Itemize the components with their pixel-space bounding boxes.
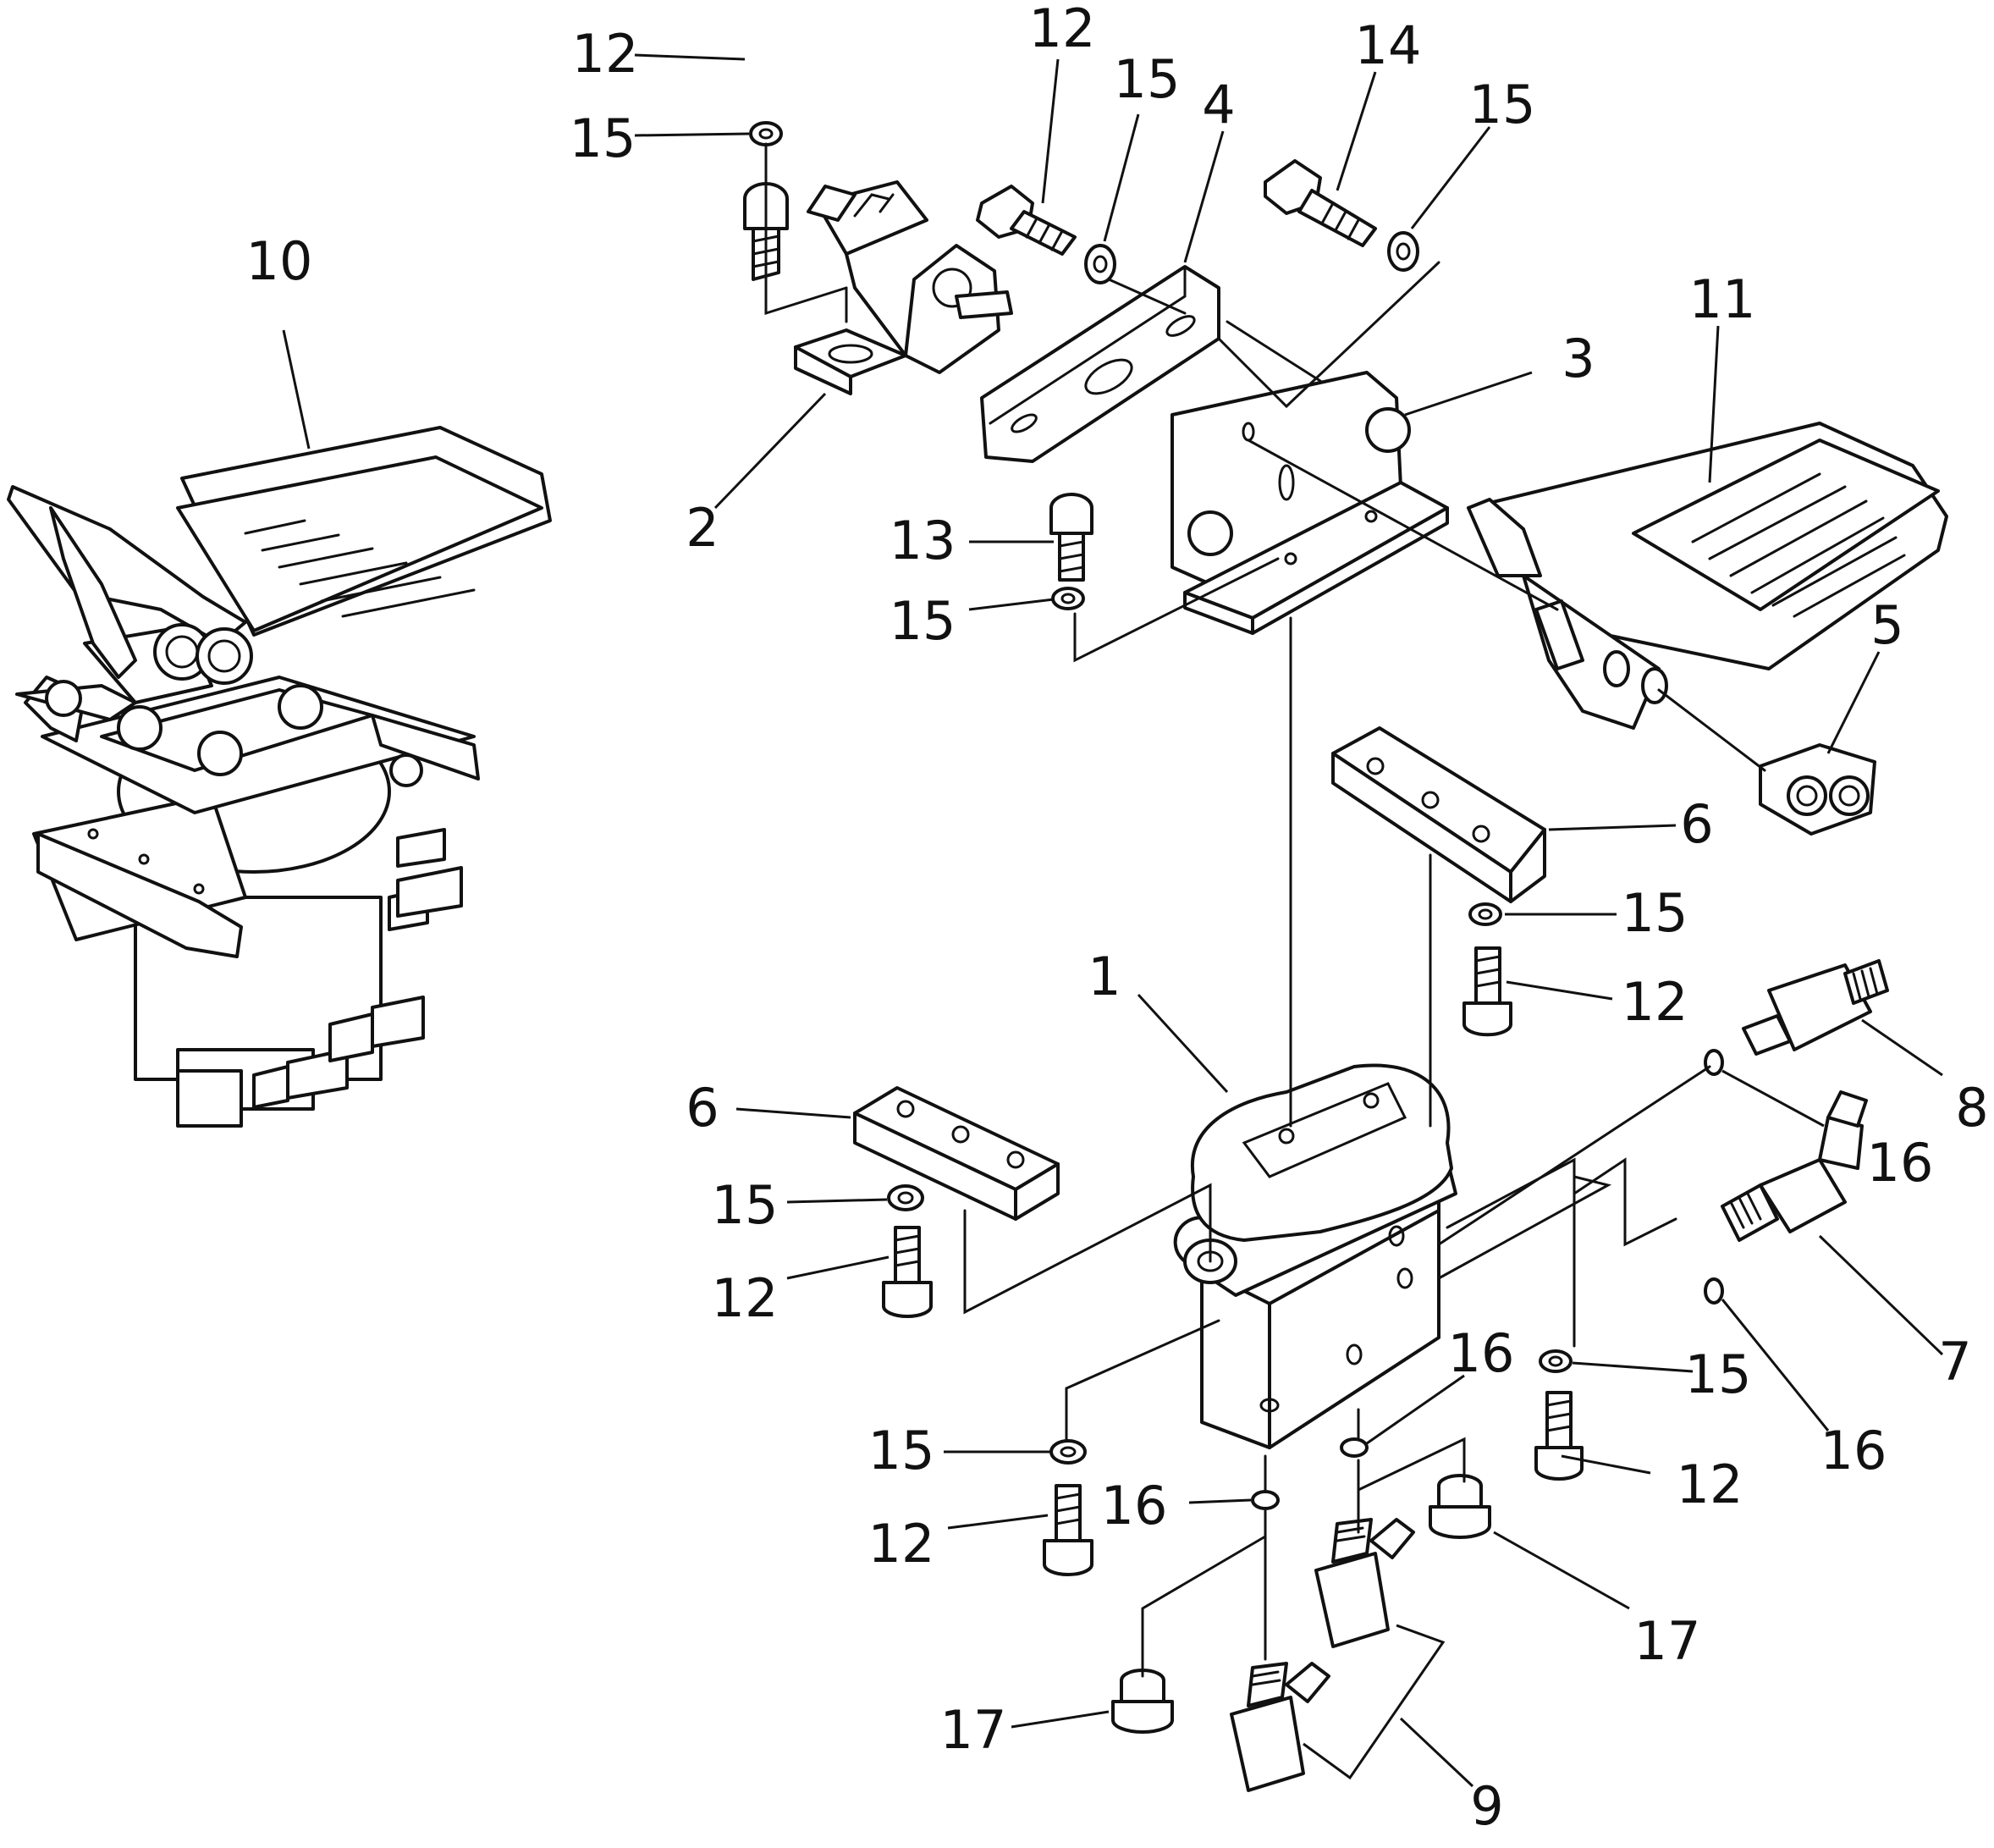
bolt-12-h xyxy=(1043,1484,1093,1576)
callout-10: 10 xyxy=(246,230,313,292)
elbow-fitting-7 xyxy=(1721,1090,1868,1242)
callout-12-b: 12 xyxy=(1029,0,1096,59)
callout-1: 1 xyxy=(1088,946,1121,1007)
hinge-bracket xyxy=(794,180,1013,395)
pedal xyxy=(1467,422,1948,730)
callout-15-c: 15 xyxy=(1469,74,1536,135)
callout-15-g: 15 xyxy=(1685,1343,1752,1405)
washer-15-f-hole xyxy=(897,1191,914,1205)
callout-6-right: 6 xyxy=(1680,793,1713,855)
valve-body xyxy=(1173,1063,1457,1449)
callout-17-left: 17 xyxy=(940,1699,1007,1761)
callout-8: 8 xyxy=(1955,1077,1988,1139)
o-ring-16-c xyxy=(1340,1437,1369,1458)
washer-15-e-hole xyxy=(1478,908,1493,920)
washer-15-d-hole xyxy=(1060,593,1076,604)
callout-16-c: 16 xyxy=(1448,1322,1515,1384)
washer-15-d xyxy=(1051,587,1085,610)
assembly-lines xyxy=(764,142,1766,1678)
callout-15-e: 15 xyxy=(1622,882,1688,944)
bolt-12-b xyxy=(976,185,1077,256)
callout-15-h: 15 xyxy=(868,1420,935,1481)
callout-15-b: 15 xyxy=(1114,48,1181,110)
callout-6-left: 6 xyxy=(686,1077,719,1139)
washer-15-g xyxy=(1539,1349,1573,1373)
callout-11: 11 xyxy=(1689,268,1756,330)
block-6-right xyxy=(1331,726,1546,903)
callout-16-b: 16 xyxy=(1820,1420,1887,1481)
callout-14: 14 xyxy=(1355,14,1422,76)
washer-15-f xyxy=(887,1184,924,1211)
callout-12-h: 12 xyxy=(868,1513,935,1575)
callout-15-top: 15 xyxy=(570,108,636,169)
callout-3: 3 xyxy=(1562,328,1595,389)
washer-15-top-hole xyxy=(758,128,774,140)
callout-13: 13 xyxy=(890,510,956,571)
callout-12-g: 12 xyxy=(1677,1454,1743,1515)
washer-15-g-hole xyxy=(1548,1355,1563,1367)
callout-16-d: 16 xyxy=(1101,1475,1168,1536)
block-6-left xyxy=(853,1086,1060,1221)
bolt-12-g xyxy=(1534,1391,1584,1481)
callout-9: 9 xyxy=(1470,1775,1503,1837)
callout-12-top: 12 xyxy=(572,23,639,85)
washer-15-h-hole xyxy=(1060,1446,1077,1458)
o-ring-16-b xyxy=(1704,1277,1724,1305)
washer-15-e xyxy=(1468,902,1502,926)
elbow-fitting-9-lower xyxy=(1230,1662,1330,1792)
leader-lines xyxy=(282,53,1944,1788)
plug-17-right xyxy=(1429,1474,1491,1539)
washer-15-h xyxy=(1049,1439,1087,1465)
washer-15-c-hole xyxy=(1396,242,1411,261)
callout-12-f: 12 xyxy=(712,1267,779,1329)
bolt-13 xyxy=(1049,493,1093,582)
nut-plate xyxy=(1759,743,1876,836)
washer-15-b-hole xyxy=(1093,255,1108,273)
valve-bracket xyxy=(1171,371,1449,635)
callout-17-right: 17 xyxy=(1634,1610,1701,1672)
o-ring-16-a xyxy=(1704,1049,1724,1076)
callout-15-f: 15 xyxy=(712,1174,779,1236)
callout-2: 2 xyxy=(686,497,719,559)
fitting-8 xyxy=(1742,959,1889,1056)
callout-16-a: 16 xyxy=(1867,1132,1934,1194)
callout-12-e: 12 xyxy=(1622,971,1688,1033)
callout-5: 5 xyxy=(1870,594,1903,656)
washer-15-c xyxy=(1387,231,1419,272)
callout-7: 7 xyxy=(1938,1331,1971,1393)
assembled-pedal-valve xyxy=(7,426,552,1128)
o-ring-16-d xyxy=(1251,1490,1280,1510)
callout-4: 4 xyxy=(1202,74,1235,135)
bolt-14 xyxy=(1264,159,1377,247)
elbow-fitting-9-upper xyxy=(1314,1518,1415,1648)
washer-15-b xyxy=(1084,244,1116,284)
bolt-12-e xyxy=(1462,946,1512,1037)
callout-labels: 10 12 15 12 15 4 14 15 11 3 2 13 15 5 6 … xyxy=(246,0,1989,1837)
plug-17-left xyxy=(1111,1669,1174,1734)
bolt-12-f xyxy=(882,1226,933,1318)
washer-15-top xyxy=(749,121,783,146)
callout-15-d: 15 xyxy=(890,590,956,652)
